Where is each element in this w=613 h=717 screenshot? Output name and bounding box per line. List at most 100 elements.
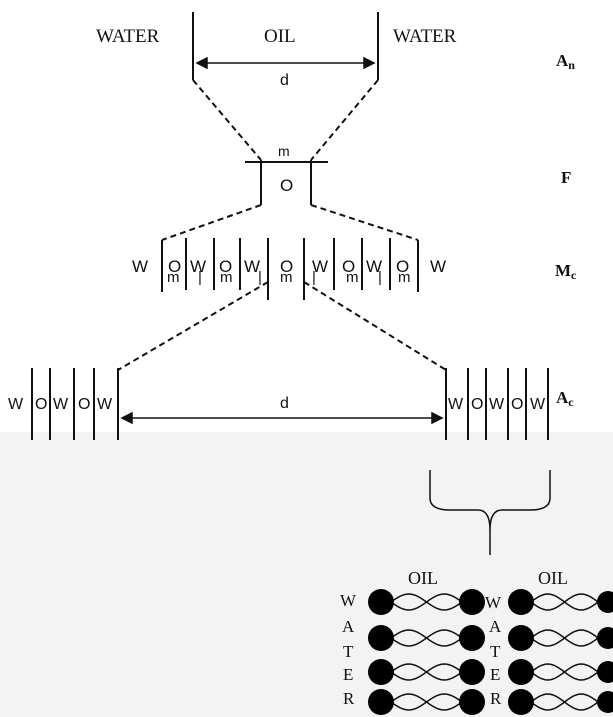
svg-text:W: W	[8, 396, 24, 413]
svg-text:m: m	[280, 269, 293, 286]
svg-text:R: R	[343, 689, 355, 708]
polar-head-group	[368, 589, 394, 615]
f-level	[245, 160, 328, 205]
svg-text:W: W	[340, 591, 357, 610]
svg-text:m: m	[220, 269, 233, 286]
water-vertical-1: W A T E R	[340, 591, 357, 708]
d-mid-label: d	[280, 395, 289, 412]
mc-walls	[161, 238, 419, 300]
polar-head-group	[459, 625, 485, 651]
polar-head-group	[459, 659, 485, 685]
hydrocarbon-tail	[530, 629, 599, 647]
hydrocarbon-tail	[390, 629, 463, 647]
side-label-f: F	[561, 168, 571, 187]
polar-head-group	[508, 589, 534, 615]
svg-text:W: W	[97, 396, 113, 413]
svg-text:W: W	[53, 396, 69, 413]
polar-head-group	[508, 625, 534, 651]
mc-o-center: O	[280, 257, 293, 276]
svg-text:W: W	[489, 396, 505, 413]
polar-head-group	[597, 691, 613, 713]
an-right-funnel-dash	[310, 79, 379, 161]
mc-w-outer-right: W	[430, 257, 446, 276]
hydrocarbon-tail	[530, 663, 599, 681]
side-label-an: An	[556, 51, 575, 72]
polar-head-group	[597, 627, 613, 649]
arrowhead-left-icon	[120, 411, 133, 425]
ac-left-walls	[31, 368, 119, 440]
bottom-oil-label-2: OIL	[538, 568, 568, 588]
ac-d-arrow	[120, 411, 444, 425]
svg-text:R: R	[490, 689, 502, 708]
f-m-label: m	[278, 143, 290, 159]
arrowhead-right-icon	[431, 411, 444, 425]
svg-text:m: m	[398, 269, 411, 286]
svg-text:T: T	[490, 642, 501, 661]
hydrocarbon-tail	[530, 593, 599, 611]
svg-text:O: O	[511, 396, 523, 413]
polar-head-group	[459, 689, 485, 715]
an-d-arrow	[195, 56, 376, 70]
mc-o-3: O	[219, 257, 232, 276]
hydrocarbon-tail	[390, 663, 463, 681]
svg-text:E: E	[343, 665, 353, 684]
svg-text:W: W	[530, 396, 546, 413]
water-left-label: WATER	[96, 26, 160, 47]
svg-text:m: m	[346, 269, 359, 286]
surfactant-bilayer	[368, 589, 613, 715]
ac-right-letters: W O W O W	[448, 396, 546, 413]
mc-w-8: W	[366, 257, 382, 276]
svg-text:m: m	[167, 269, 180, 286]
polar-head-group	[368, 689, 394, 715]
svg-text:A: A	[489, 617, 502, 636]
an-level	[192, 12, 379, 161]
mc-o-1: O	[168, 257, 181, 276]
svg-text:|: |	[198, 269, 202, 286]
svg-text:O: O	[78, 396, 90, 413]
mc-w-4: W	[244, 257, 260, 276]
mc-w-6: W	[312, 257, 328, 276]
mc-o-7: O	[342, 257, 355, 276]
mc-letters: W O W O W O W O W O W	[132, 257, 446, 276]
polar-head-group	[508, 689, 534, 715]
svg-text:O: O	[471, 396, 483, 413]
hydrocarbon-tail	[390, 693, 463, 711]
an-left-funnel-dash	[192, 79, 262, 161]
water-vertical-2: W A T E R	[485, 593, 502, 708]
arrowhead-left-icon	[195, 56, 208, 70]
bottom-oil-label-1: OIL	[408, 568, 438, 588]
svg-text:W: W	[485, 593, 502, 612]
svg-text:A: A	[342, 617, 355, 636]
f-o-label: O	[280, 176, 293, 195]
side-label-ac: Ac	[556, 388, 574, 409]
curly-brace	[429, 470, 551, 555]
side-labels: An F Mc Ac	[555, 51, 577, 409]
oil-top-label: OIL	[264, 26, 296, 47]
svg-text:T: T	[343, 642, 354, 661]
ac-left-letters: W O W O W	[8, 396, 113, 413]
side-label-mc: Mc	[555, 261, 577, 282]
hydrocarbon-tail	[390, 593, 463, 611]
mc-w-2: W	[190, 257, 206, 276]
polar-head-group	[597, 661, 613, 683]
polar-head-group	[597, 591, 613, 613]
mc-o-9: O	[396, 257, 409, 276]
mc-m-row: m | m | m | m | m	[167, 269, 411, 286]
d-top-label: d	[280, 72, 289, 89]
ac-right-walls	[445, 368, 549, 440]
svg-text:O: O	[35, 396, 47, 413]
mc-to-ac-dashes	[117, 281, 447, 371]
svg-text:|: |	[378, 269, 382, 286]
polar-head-group	[368, 659, 394, 685]
svg-text:|: |	[312, 269, 316, 286]
mc-w-outer-left: W	[132, 257, 148, 276]
polar-head-group	[459, 589, 485, 615]
f-to-mc-dashes	[161, 204, 419, 241]
water-right-label: WATER	[393, 26, 457, 47]
svg-text:W: W	[448, 396, 464, 413]
arrowhead-right-icon	[363, 56, 376, 70]
svg-text:|: |	[258, 269, 262, 286]
hydrocarbon-tail	[530, 693, 599, 711]
polar-head-group	[368, 625, 394, 651]
